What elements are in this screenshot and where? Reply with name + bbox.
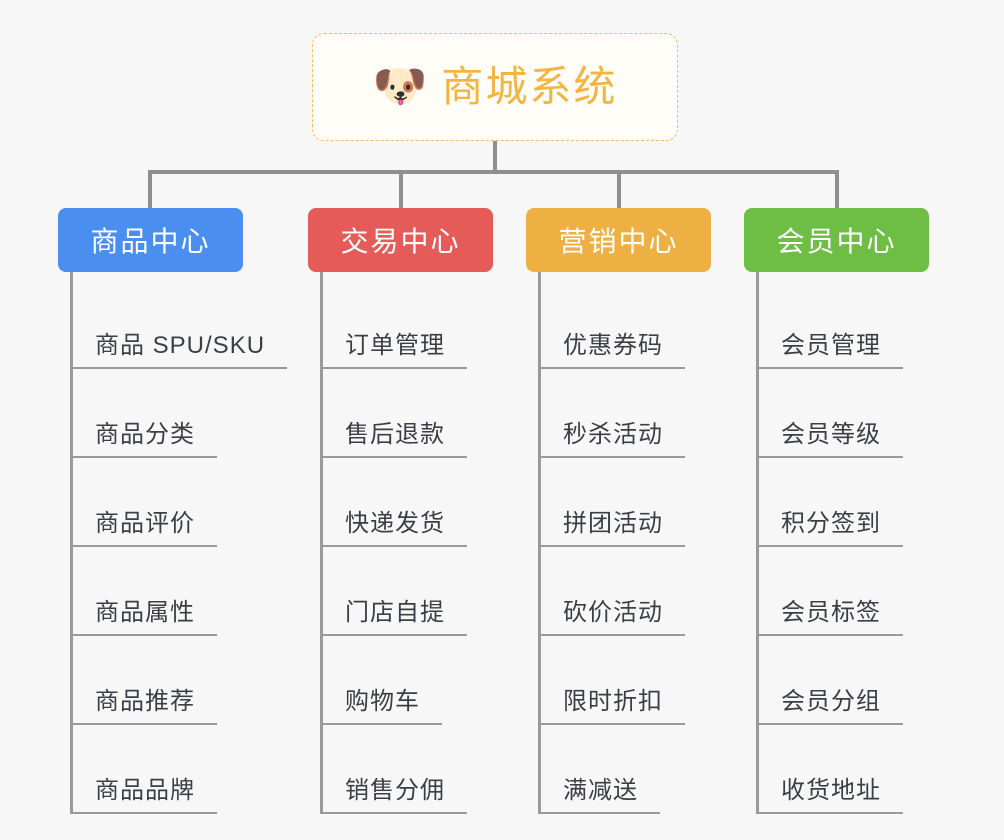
branch-items-trade-center: 订单管理 售后退款 快递发货 门店自提 购物车 销售分佣: [320, 272, 503, 814]
branch-item-label: 拼团活动: [541, 503, 685, 547]
branch-item-label: 订单管理: [323, 325, 467, 369]
list-item[interactable]: 会员等级: [759, 369, 939, 458]
list-item[interactable]: 订单管理: [323, 280, 503, 369]
branch-header-member-center[interactable]: 会员中心: [744, 208, 929, 272]
list-item[interactable]: 商品 SPU/SKU: [73, 280, 288, 369]
list-item[interactable]: 购物车: [323, 636, 503, 725]
branch-item-label: 门店自提: [323, 592, 467, 636]
branch-item-label: 商品分类: [73, 414, 217, 458]
branch-item-label: 售后退款: [323, 414, 467, 458]
list-item[interactable]: 积分签到: [759, 458, 939, 547]
branch-items-marketing-center: 优惠券码 秒杀活动 拼团活动 砍价活动 限时折扣 满减送: [538, 272, 721, 814]
list-item[interactable]: 商品品牌: [73, 725, 288, 814]
branch-items-member-center: 会员管理 会员等级 积分签到 会员标签 会员分组 收货地址: [756, 272, 939, 814]
branch-header-trade-center[interactable]: 交易中心: [308, 208, 493, 272]
branch-header-marketing-center[interactable]: 营销中心: [526, 208, 711, 272]
connector-drop-member-center: [835, 170, 839, 210]
branch-column-marketing-center: 营销中心 优惠券码 秒杀活动 拼团活动 砍价活动 限时折扣 满减送: [526, 208, 721, 830]
connector-root-stem: [493, 141, 497, 173]
branch-items-product-center: 商品 SPU/SKU 商品分类 商品评价 商品属性 商品推荐 商品品牌: [70, 272, 288, 814]
list-item[interactable]: 会员分组: [759, 636, 939, 725]
branch-header-product-center[interactable]: 商品中心: [58, 208, 243, 272]
branch-item-label: 会员标签: [759, 592, 903, 636]
branch-item-label: 会员等级: [759, 414, 903, 458]
branch-item-label: 商品品牌: [73, 770, 217, 814]
list-item[interactable]: 优惠券码: [541, 280, 721, 369]
list-item[interactable]: 门店自提: [323, 547, 503, 636]
list-item[interactable]: 砍价活动: [541, 547, 721, 636]
shiba-dog-face-icon: 🐶: [372, 62, 428, 111]
list-item[interactable]: 满减送: [541, 725, 721, 814]
branch-item-label: 砍价活动: [541, 592, 685, 636]
connector-drop-trade-center: [399, 170, 403, 210]
branch-item-label: 会员管理: [759, 325, 903, 369]
list-item[interactable]: 会员标签: [759, 547, 939, 636]
list-item[interactable]: 销售分佣: [323, 725, 503, 814]
branch-item-label: 会员分组: [759, 681, 903, 725]
branch-item-label: 满减送: [541, 770, 660, 814]
root-node[interactable]: 🐶 商城系统: [312, 33, 678, 141]
branch-item-label: 商品推荐: [73, 681, 217, 725]
connector-drop-product-center: [148, 170, 152, 210]
branch-item-label: 秒杀活动: [541, 414, 685, 458]
branch-item-label: 收货地址: [759, 770, 903, 814]
branch-column-trade-center: 交易中心 订单管理 售后退款 快递发货 门店自提 购物车 销售分佣: [308, 208, 503, 830]
list-item[interactable]: 商品分类: [73, 369, 288, 458]
list-item[interactable]: 拼团活动: [541, 458, 721, 547]
branch-item-label: 优惠券码: [541, 325, 685, 369]
list-item[interactable]: 商品评价: [73, 458, 288, 547]
list-item[interactable]: 快递发货: [323, 458, 503, 547]
root-title: 商城系统: [441, 63, 618, 110]
branch-item-label: 积分签到: [759, 503, 903, 547]
branch-item-label: 快递发货: [323, 503, 467, 547]
branch-item-label: 商品 SPU/SKU: [73, 325, 288, 369]
branch-item-label: 限时折扣: [541, 681, 685, 725]
list-item[interactable]: 售后退款: [323, 369, 503, 458]
branch-column-product-center: 商品中心 商品 SPU/SKU 商品分类 商品评价 商品属性 商品推荐 商品品牌: [58, 208, 288, 830]
branch-item-label: 销售分佣: [323, 770, 467, 814]
list-item[interactable]: 秒杀活动: [541, 369, 721, 458]
list-item[interactable]: 商品推荐: [73, 636, 288, 725]
list-item[interactable]: 限时折扣: [541, 636, 721, 725]
branch-item-label: 购物车: [323, 681, 442, 725]
branch-item-label: 商品评价: [73, 503, 217, 547]
branch-item-label: 商品属性: [73, 592, 217, 636]
connector-drop-marketing-center: [617, 170, 621, 210]
list-item[interactable]: 收货地址: [759, 725, 939, 814]
connector-bus-bar: [148, 170, 839, 174]
list-item[interactable]: 会员管理: [759, 280, 939, 369]
list-item[interactable]: 商品属性: [73, 547, 288, 636]
branch-column-member-center: 会员中心 会员管理 会员等级 积分签到 会员标签 会员分组 收货地址: [744, 208, 939, 830]
